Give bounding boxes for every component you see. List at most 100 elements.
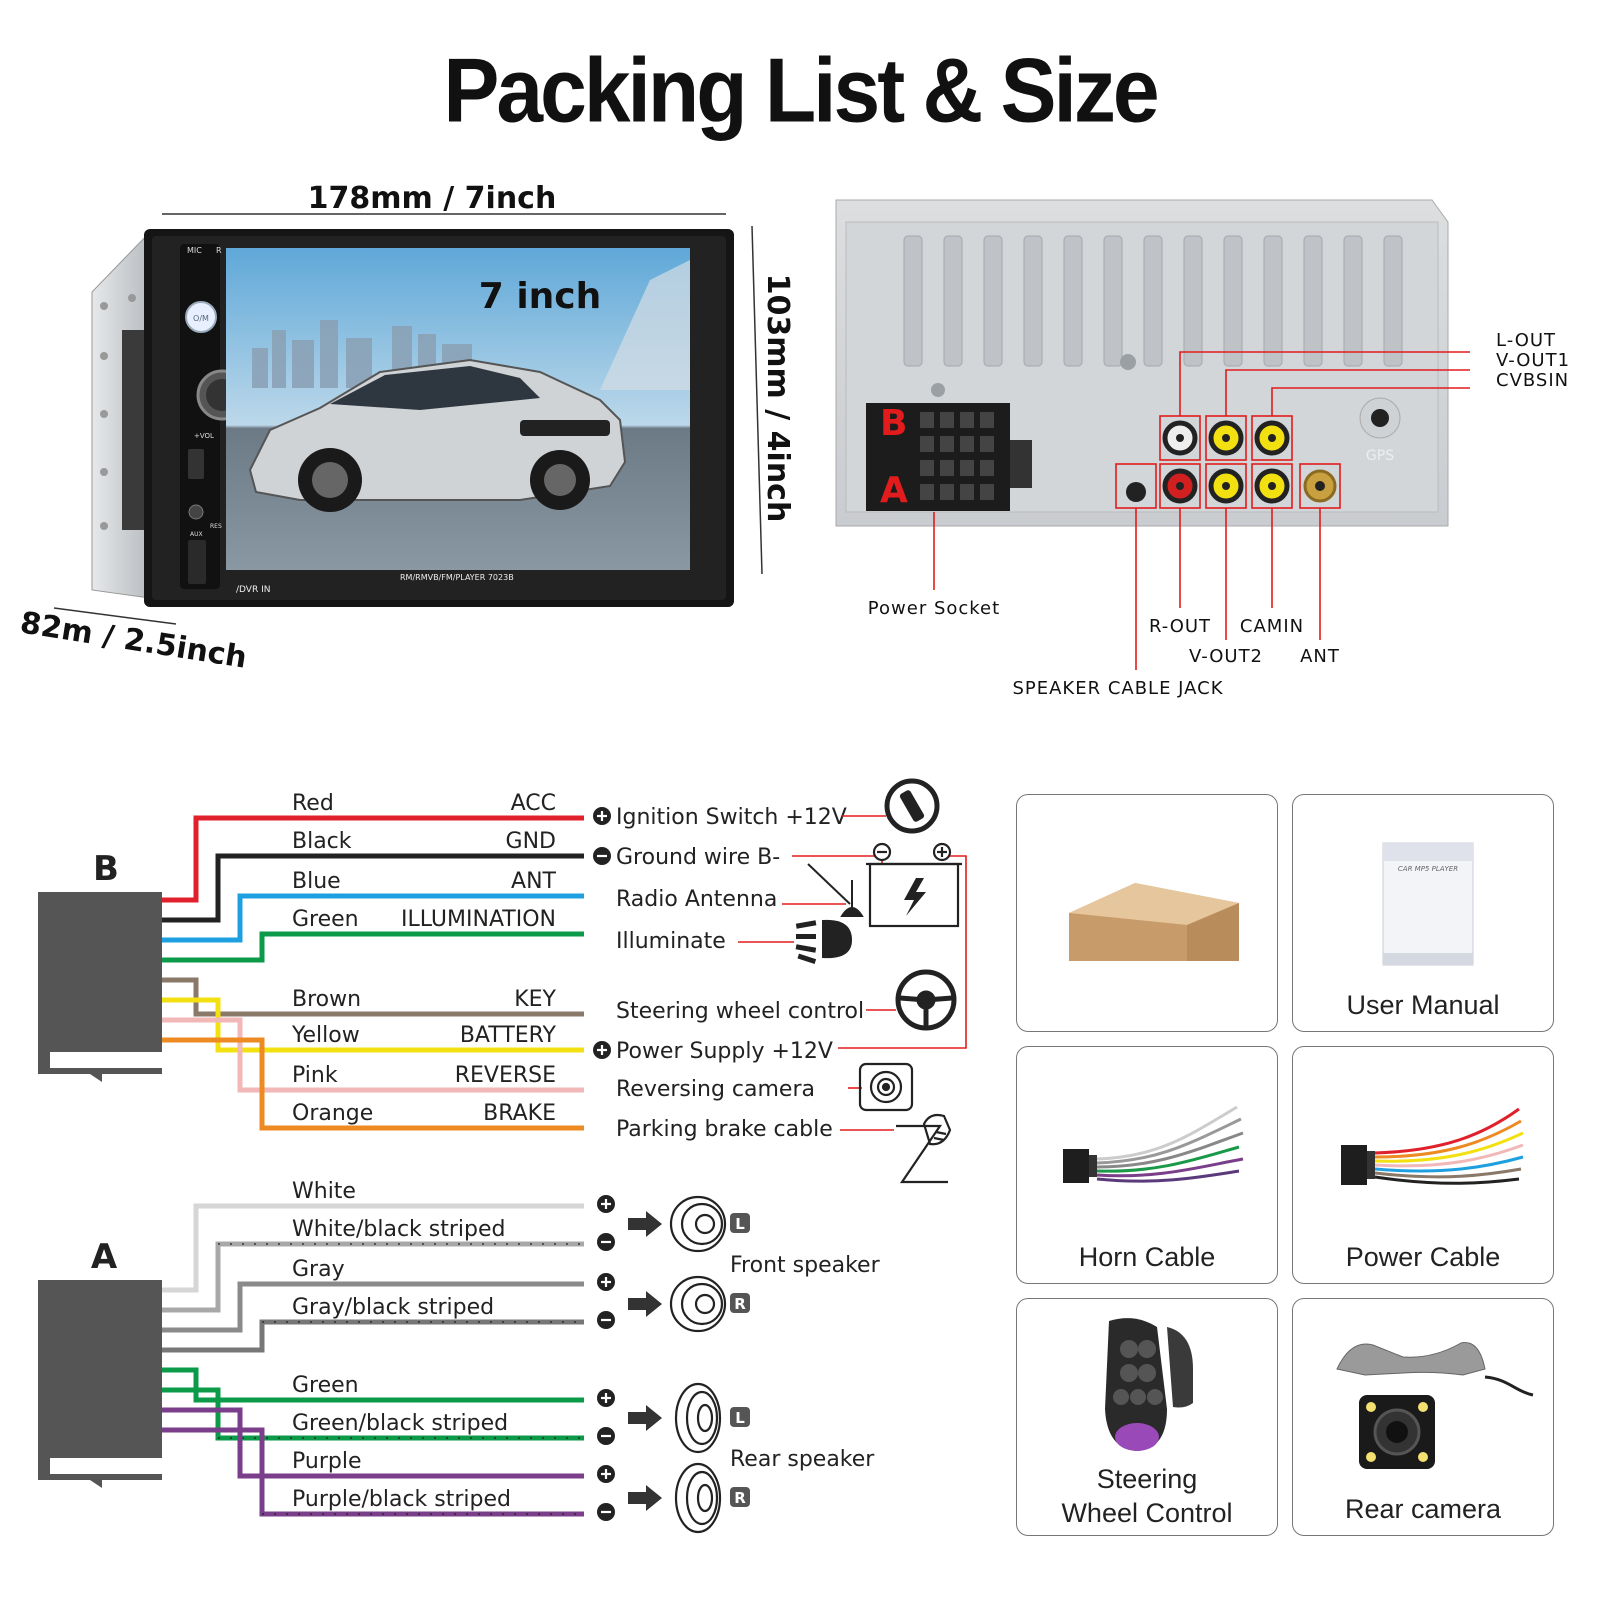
battery-icon	[866, 842, 962, 928]
height-label: 103mm / 4inch	[760, 274, 795, 523]
channel-badge	[730, 1487, 750, 1507]
packing-item-manual: CAR MP5 PLAYER User Manual	[1292, 794, 1554, 1032]
ant-label: ANT	[1300, 646, 1340, 667]
antenna-icon	[807, 863, 864, 917]
wire-a-3	[162, 1281, 584, 1333]
wire-a-5	[162, 1367, 584, 1403]
rca-jacks	[1126, 420, 1337, 504]
mic-label: MIC	[187, 246, 202, 255]
wire-b-function-label: ILLUMINATION	[401, 907, 556, 932]
wire-a-color-label: Green	[292, 1373, 359, 1398]
wire-b-color-label: Brown	[292, 987, 361, 1012]
minus-icon	[593, 847, 611, 865]
wire-b-color-label: Red	[292, 791, 334, 816]
minus-icon	[597, 1503, 615, 1521]
wire-b-function-label: ANT	[511, 869, 557, 894]
depth-label: 82m / 2.5inch	[18, 605, 249, 675]
harness-a-connector	[38, 1280, 162, 1458]
minus-icon	[597, 1427, 615, 1445]
height-dimension: 103mm / 4inch	[751, 225, 795, 575]
wire-b-6	[162, 997, 584, 1053]
res-label: RES	[210, 523, 222, 530]
wire-b-1	[162, 815, 584, 903]
cvbsin-label: CVBSIN	[1496, 370, 1569, 391]
speaker-cable-jack-label: SPEAKER CABLE JACK	[1012, 678, 1223, 699]
camin-label: CAMIN	[1240, 616, 1304, 637]
channel-label: R	[734, 1489, 746, 1507]
wire-b-color-label: Orange	[292, 1101, 373, 1126]
wire-a-7	[162, 1407, 584, 1479]
packing-item-rear-camera: Rear camera	[1292, 1298, 1554, 1536]
vol-label: +VOL	[194, 432, 214, 440]
r-label: R	[216, 246, 222, 255]
steering-remote-icon	[1105, 1318, 1193, 1451]
steering-wheel-icon	[895, 969, 957, 1031]
page-title: Packing List & Size	[443, 39, 1159, 141]
power-cable-icon	[1341, 1107, 1524, 1185]
plus-icon	[593, 1041, 611, 1059]
parking-brake-icon	[896, 1113, 952, 1184]
head-unit-rear: B A GPS	[835, 199, 1570, 699]
harness-b-label: B	[93, 849, 119, 889]
model-label: RM/RMVB/FM/PLAYER 7023B	[400, 573, 514, 582]
channel-badge	[730, 1293, 750, 1313]
packing-item-horn-cable: Horn Cable	[1016, 1046, 1278, 1284]
wire-b-function-label: REVERSE	[455, 1063, 556, 1088]
manual-cover-text: CAR MP5 PLAYER	[1398, 865, 1458, 873]
arrow-icon	[628, 1405, 662, 1431]
callout-lines	[933, 351, 1470, 670]
wire-b-target-label: Steering wheel control	[616, 999, 864, 1024]
head-unit-front: MIC R O/M +VOL RES AUX 7 inch /DVR IN RM…	[91, 229, 734, 607]
connector-a-label: A	[880, 470, 908, 511]
packing-item-steering-control: Steering Wheel Control	[1016, 1298, 1278, 1536]
packing-item-power-cable: Power Cable	[1292, 1046, 1554, 1284]
wire-b-function-label: KEY	[514, 987, 556, 1012]
wire-b-function-label: BATTERY	[460, 1023, 557, 1048]
rear-camera-icon	[1336, 1342, 1534, 1469]
callout-boxes	[1115, 415, 1341, 509]
horn-cable-icon	[1063, 1105, 1244, 1183]
wire-b-color-label: Black	[292, 829, 352, 854]
v-out2-label: V-OUT2	[1189, 646, 1263, 667]
l-out-label: L-OUT	[1496, 330, 1556, 351]
plus-icon	[593, 807, 611, 825]
rear-speaker-label: Rear speaker	[730, 1447, 875, 1472]
wire-a-1	[162, 1203, 584, 1293]
channel-label: L	[735, 1215, 745, 1233]
wire-a-color-label: Gray/black striped	[292, 1295, 494, 1320]
headlight-icon	[795, 919, 852, 964]
power-cable-label: Power Cable	[1345, 1242, 1501, 1272]
wire-b-function-label: GND	[506, 829, 556, 854]
wire-b-2	[162, 853, 584, 923]
plus-icon	[597, 1465, 615, 1483]
minus-icon	[597, 1311, 615, 1329]
wire-a-6	[162, 1387, 584, 1441]
wire-b-function-label: BRAKE	[483, 1101, 556, 1126]
wire-b-target-label: Reversing camera	[616, 1077, 815, 1102]
steering-control-label-1: Steering	[1096, 1464, 1198, 1494]
channel-badge	[730, 1407, 750, 1427]
v-out1-label: V-OUT1	[1496, 350, 1570, 371]
packing-item-box	[1016, 794, 1278, 1032]
ignition-switch-icon	[884, 778, 940, 834]
arrow-icon	[628, 1291, 662, 1317]
harness-a-label: A	[91, 1237, 118, 1277]
wire-b-3	[162, 893, 584, 943]
wire-b-target-label: Ground wire B-	[616, 845, 780, 870]
head-unit-screen	[226, 248, 690, 570]
wire-b-target-label: Parking brake cable	[616, 1117, 833, 1142]
r-out-label: R-OUT	[1149, 616, 1211, 637]
reversing-camera-icon	[858, 1062, 914, 1112]
speaker-icon	[674, 1462, 722, 1534]
horn-cable-label: Horn Cable	[1078, 1242, 1216, 1272]
wire-a-color-label: White/black striped	[292, 1217, 505, 1242]
wire-a-color-label: Gray	[292, 1257, 345, 1282]
channel-label: L	[735, 1409, 745, 1427]
manual-icon: CAR MP5 PLAYER	[1382, 842, 1474, 966]
wire-b-8	[162, 1037, 584, 1131]
car-graphic	[248, 358, 627, 512]
wire-b-7	[162, 1017, 584, 1093]
plus-icon	[597, 1273, 615, 1291]
plus-icon	[597, 1389, 615, 1407]
